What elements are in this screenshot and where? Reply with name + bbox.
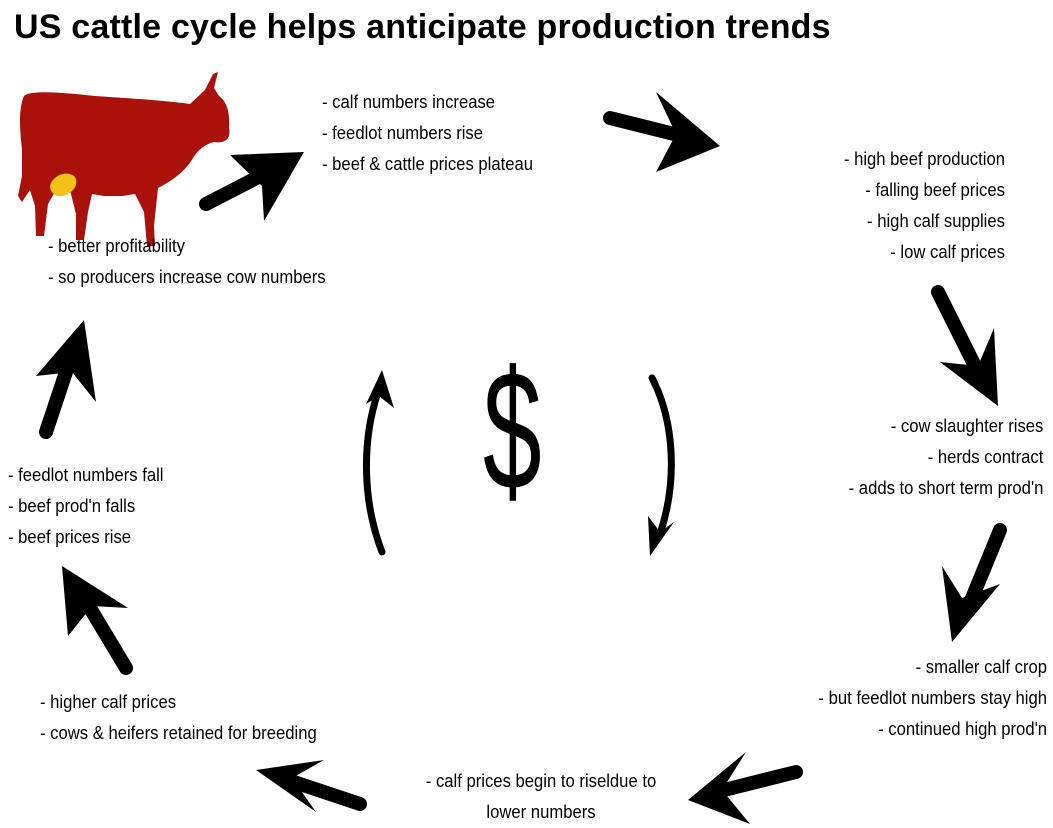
note-calf-prices-rise: - calf prices begin to riseldue to lower… <box>411 765 672 827</box>
note-line: - beef prod'n falls <box>8 495 136 516</box>
note-line: - feedlot numbers rise <box>322 122 484 143</box>
arrow-icon <box>36 320 96 439</box>
note-line: - cows & heifers retained for breeding <box>40 722 317 743</box>
cow-illustration <box>18 72 230 246</box>
note-line: - smaller calf crop <box>915 656 1047 677</box>
note-line: - herds contract <box>927 446 1043 467</box>
note-line: - beef & cattle prices plateau <box>322 153 534 174</box>
arrow-icon <box>199 152 304 221</box>
note-line: - low calf prices <box>890 241 1005 262</box>
note-line: - but feedlot numbers stay high <box>818 687 1047 708</box>
arrow-icon <box>62 566 133 675</box>
note-line: - high calf supplies <box>867 210 1005 231</box>
note-high-production: - high beef production - falling beef pr… <box>844 143 1005 267</box>
note-line: - calf prices begin to riseldue to <box>425 770 657 791</box>
curved-arrow-icon <box>648 374 675 556</box>
note-line: - adds to short term prod'n <box>848 477 1043 498</box>
note-profitability: - better profitability - so producers in… <box>48 230 326 292</box>
curved-arrow-icon <box>362 370 394 556</box>
note-line: - continued high prod'n <box>878 718 1047 739</box>
note-smaller-calf-crop: - smaller calf crop - but feedlot number… <box>818 651 1047 744</box>
dollar-sign: $ <box>483 336 542 526</box>
note-line: - cow slaughter rises <box>890 415 1043 436</box>
note-line: - so producers increase cow numbers <box>48 266 326 287</box>
note-line: - better profitability <box>48 235 185 256</box>
arrow-icon <box>688 752 803 824</box>
arrow-icon <box>603 92 720 172</box>
note-line: lower numbers <box>486 801 596 822</box>
note-cow-slaughter: - cow slaughter rises - herds contract -… <box>848 410 1043 503</box>
note-higher-calf-prices: - higher calf prices - cows & heifers re… <box>40 686 317 748</box>
arrow-icon <box>931 285 998 406</box>
note-line: - falling beef prices <box>865 179 1005 200</box>
page-title: US cattle cycle helps anticipate product… <box>14 8 831 46</box>
note-line: - feedlot numbers fall <box>8 464 164 485</box>
arrow-icon <box>256 760 367 812</box>
note-line: - higher calf prices <box>40 691 177 712</box>
note-feedlot-fall: - feedlot numbers fall - beef prod'n fal… <box>8 459 163 552</box>
note-calf-numbers: - calf numbers increase - feedlot number… <box>322 86 533 179</box>
arrow-icon <box>942 523 1007 642</box>
note-line: - calf numbers increase <box>322 91 496 112</box>
note-line: - beef prices rise <box>8 526 132 547</box>
note-line: - high beef production <box>843 148 1005 169</box>
